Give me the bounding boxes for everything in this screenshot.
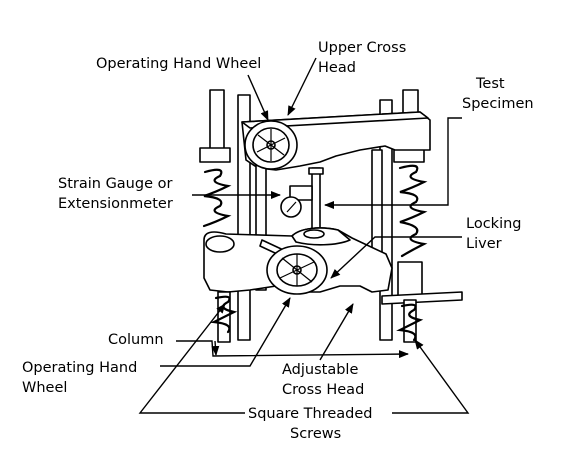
label-test-specimen-line2: Specimen <box>462 96 534 112</box>
label-square-threaded-screws-line1: Square Threaded <box>248 406 372 422</box>
label-column: Column <box>108 332 164 348</box>
leader-lines <box>138 57 470 414</box>
strain-gauge <box>280 185 313 218</box>
label-adjustable-cross-head-line1: Adjustable <box>282 362 358 378</box>
label-strain-gauge-line1: Strain Gauge or <box>58 176 172 192</box>
lower-hand-wheel <box>266 245 328 295</box>
label-operating-hand-wheel-top: Operating Hand Wheel <box>96 56 261 72</box>
left-screw-rod <box>199 89 231 163</box>
label-upper-cross-head-line2: Head <box>318 60 356 76</box>
upper-hand-wheel <box>244 120 298 170</box>
label-locking-liver-line2: Liver <box>466 236 502 252</box>
label-test-specimen-line1: Test <box>475 76 505 92</box>
label-square-threaded-screws-line2: Screws <box>290 426 341 442</box>
thread-marks <box>202 164 428 342</box>
label-adjustable-cross-head-line2: Cross Head <box>282 382 364 398</box>
test-specimen <box>308 167 324 235</box>
right-locking-block <box>381 261 463 305</box>
label-upper-cross-head-line1: Upper Cross <box>318 40 406 56</box>
label-operating-hand-wheel-bottom-line2: Wheel <box>22 380 67 396</box>
label-operating-hand-wheel-bottom-line1: Operating Hand <box>22 360 137 376</box>
label-locking-liver-line1: Locking <box>466 216 522 232</box>
label-strain-gauge-line2: Extensionmeter <box>58 196 173 212</box>
